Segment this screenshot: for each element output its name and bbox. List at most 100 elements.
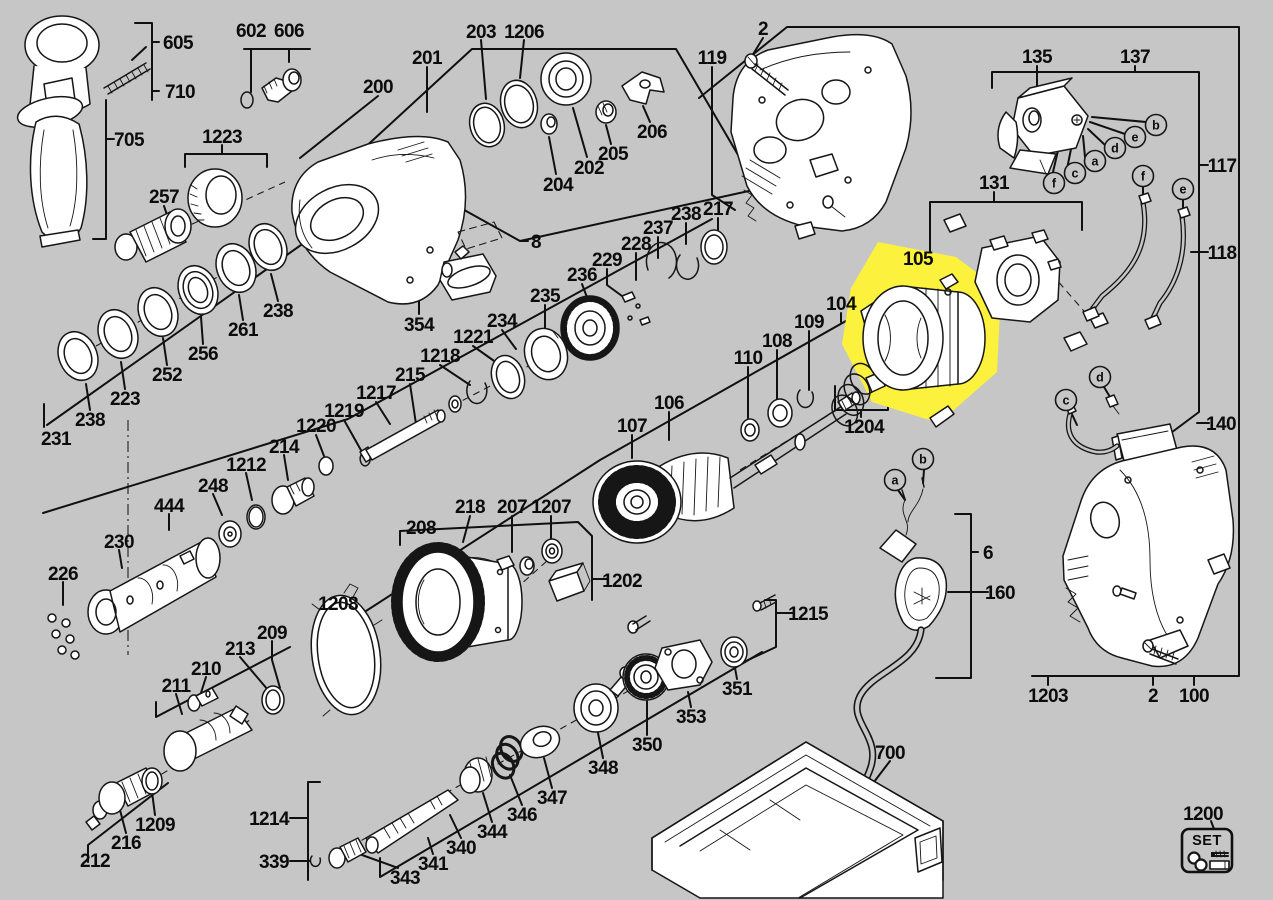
callout-letter-e: e [1132, 131, 1139, 145]
chuck-cap-1223 [187, 168, 243, 228]
switch-135-137 [997, 77, 1089, 175]
part-label-201: 201 [412, 48, 443, 69]
part-label-238: 238 [263, 301, 293, 322]
part-label-252: 252 [152, 365, 182, 386]
part-label-223: 223 [110, 389, 140, 410]
gear-236 [560, 295, 620, 361]
part-label-1214: 1214 [249, 809, 290, 830]
striker-shaft-215-group [318, 327, 569, 476]
callout-circle-e [1123, 125, 1147, 149]
armature-107 [592, 391, 861, 544]
part-label-208: 208 [406, 518, 436, 539]
part-label-212: 212 [80, 851, 110, 872]
part-label-110: 110 [734, 348, 763, 369]
part-label-346: 346 [507, 805, 537, 826]
chuck-257 [114, 208, 192, 263]
part-label-1220: 1220 [296, 416, 336, 437]
callout-letter-c: c [1063, 394, 1070, 408]
part-label-107: 107 [617, 416, 647, 437]
callout-letter-d: d [1111, 142, 1119, 156]
part-label-1208: 1208 [318, 594, 358, 615]
part-label-710: 710 [165, 82, 195, 103]
callout-circle-d [1103, 136, 1127, 160]
part-label-160: 160 [985, 583, 1015, 604]
part-label-2: 2 [1148, 686, 1158, 707]
part-label-605: 605 [163, 33, 194, 54]
part-label-210: 210 [191, 659, 221, 680]
parts-248-1212-214 [218, 477, 315, 548]
part-label-238: 238 [671, 204, 701, 225]
callout-circle-c [1054, 388, 1078, 412]
part-label-226: 226 [48, 564, 78, 585]
wires-f-e [1082, 192, 1191, 330]
part-label-230: 230 [104, 532, 134, 553]
set-badge-text: SET [1192, 833, 1222, 849]
callout-circle-f [1042, 171, 1066, 195]
part-label-6: 6 [983, 543, 993, 564]
part-label-135: 135 [1022, 47, 1053, 68]
callout-letter-f: f [1052, 177, 1057, 191]
callout-letter-d: d [1096, 371, 1104, 385]
part-label-339: 339 [259, 852, 289, 873]
carrying-case-700 [651, 741, 944, 899]
part-label-1215: 1215 [788, 604, 829, 625]
callout-circle-f [1131, 164, 1155, 188]
part-label-340: 340 [446, 838, 476, 859]
callout-letter-c: c [1072, 167, 1079, 181]
part-label-1217: 1217 [356, 383, 396, 404]
part-label-1204: 1204 [844, 417, 885, 438]
part-label-105: 105 [903, 249, 934, 270]
part-label-602: 602 [236, 21, 266, 42]
part-label-108: 108 [762, 331, 792, 352]
gear-train-bottom [309, 594, 777, 869]
part-label-705: 705 [114, 130, 145, 151]
part-label-218: 218 [455, 497, 485, 518]
part-label-202: 202 [574, 158, 604, 179]
part-label-106: 106 [654, 393, 684, 414]
part-label-118: 118 [1208, 243, 1237, 264]
callout-letter-f: f [1141, 170, 1146, 184]
part-label-204: 204 [543, 175, 574, 196]
set-badge-1200: SET [1180, 827, 1234, 874]
part-label-214: 214 [269, 437, 300, 458]
gear-housing-200 [291, 135, 503, 305]
callout-circle-c [1063, 161, 1087, 185]
callout-letter-a: a [1092, 155, 1100, 169]
part-label-1219: 1219 [324, 401, 364, 422]
part-label-100: 100 [1179, 686, 1209, 707]
parts-229-237-238-217 [621, 229, 728, 326]
adapter-602-606 [240, 68, 302, 109]
part-label-209: 209 [257, 623, 287, 644]
brush-holder-131 [943, 213, 1109, 352]
part-label-1209: 1209 [135, 815, 175, 836]
part-label-341: 341 [418, 854, 449, 875]
spindle-444-230 [87, 537, 221, 635]
part-label-344: 344 [477, 822, 508, 843]
parts-110-108-109-1204 [740, 362, 877, 442]
balls-226 [47, 613, 80, 660]
part-label-109: 109 [794, 312, 824, 333]
clamp-354 [439, 245, 497, 301]
part-label-119: 119 [698, 48, 727, 69]
power-cord-6-160 [849, 477, 948, 804]
callout-circle-a [1083, 149, 1107, 173]
callout-letter-e: e [1180, 183, 1187, 197]
part-label-353: 353 [676, 707, 706, 728]
set-badge-icons [1187, 850, 1230, 872]
part-label-137: 137 [1120, 47, 1150, 68]
callout-circle-d [1088, 365, 1112, 389]
callout-letter-b: b [919, 453, 927, 467]
depth-rod-710 [103, 62, 151, 95]
part-label-1223: 1223 [202, 127, 242, 148]
part-label-213: 213 [225, 639, 255, 660]
part-label-238: 238 [75, 410, 105, 431]
part-label-236: 236 [567, 265, 597, 286]
part-label-606: 606 [274, 21, 304, 42]
part-label-1207: 1207 [531, 497, 571, 518]
callout-letter-a: a [892, 474, 900, 488]
part-label-256: 256 [188, 344, 218, 365]
part-label-203: 203 [466, 22, 496, 43]
part-label-1218: 1218 [420, 346, 460, 367]
